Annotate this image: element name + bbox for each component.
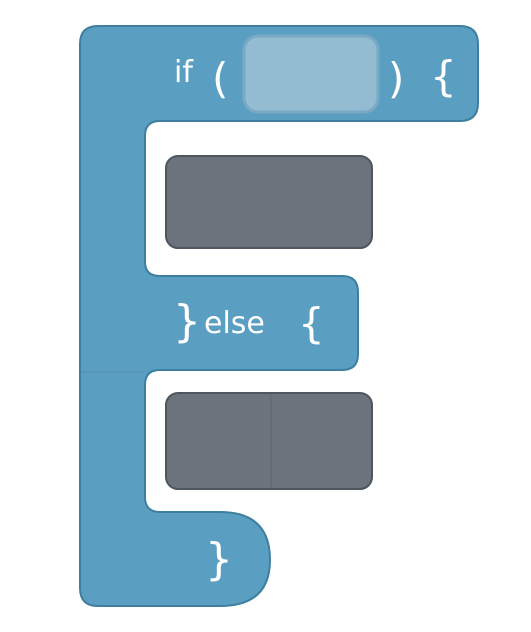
close-paren: ) (388, 54, 405, 103)
condition-slot[interactable] (242, 34, 380, 114)
else-close-brace: } (205, 534, 233, 585)
if-open-brace: { (430, 52, 457, 101)
else-open-brace: { (298, 299, 325, 348)
if-else-block-body[interactable] (79, 25, 479, 607)
if-statement-slot[interactable] (165, 155, 373, 249)
if-close-brace: } (173, 296, 201, 347)
else-keyword: else (204, 306, 265, 341)
if-keyword: if (174, 55, 193, 90)
open-paren: ( (212, 54, 229, 103)
else-statement-slot[interactable] (165, 392, 373, 490)
